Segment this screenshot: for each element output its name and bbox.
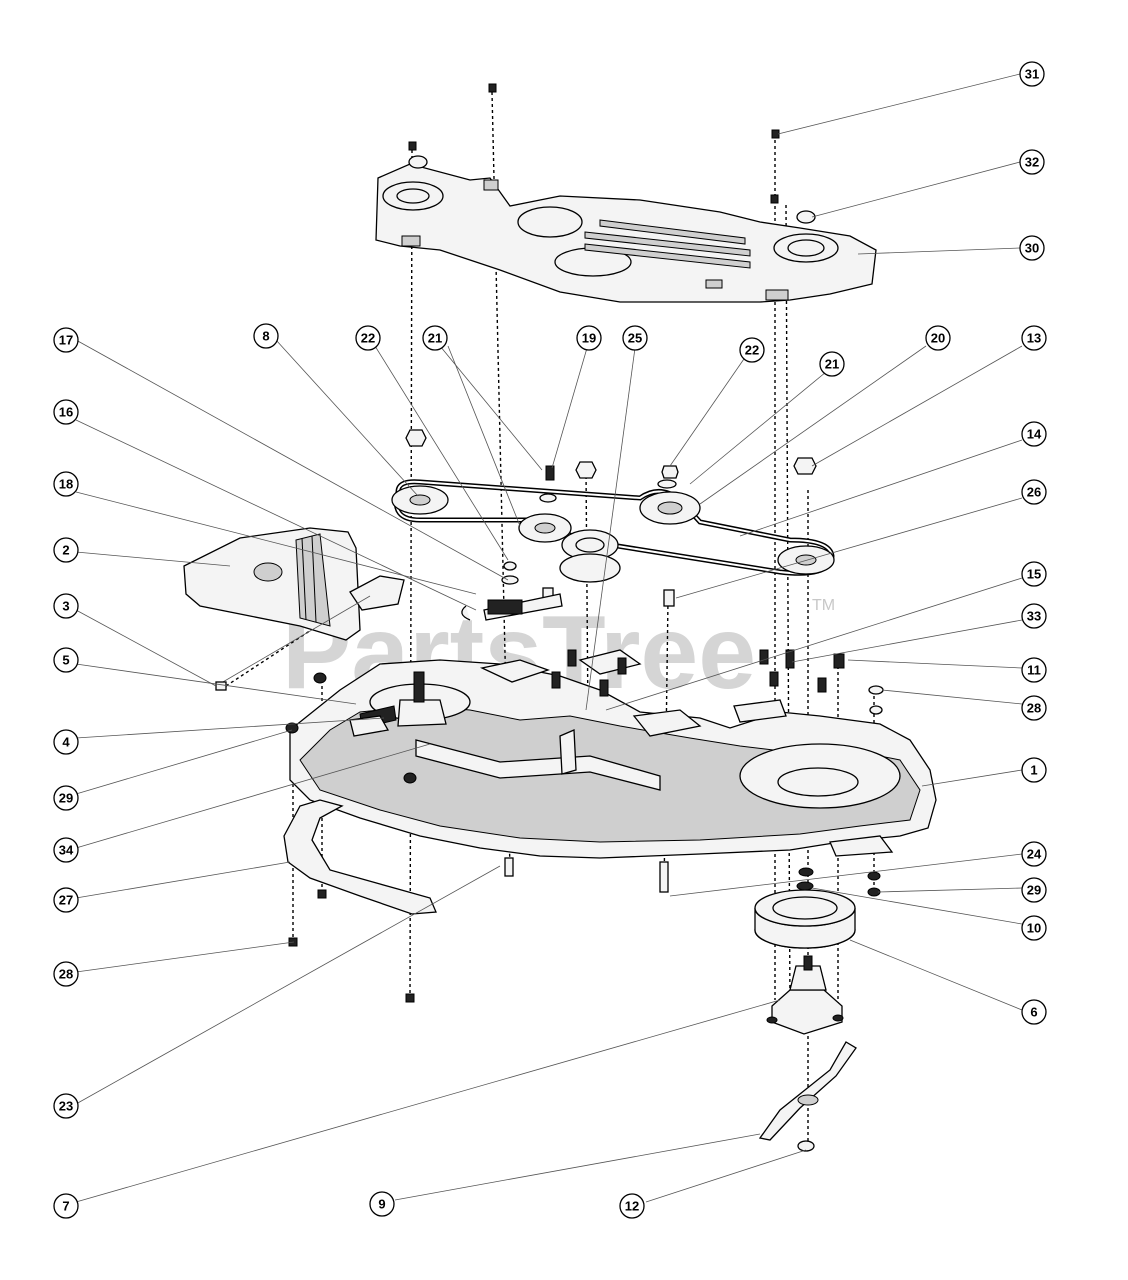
callout-22: 22 [355,325,381,351]
callout-16: 16 [53,399,79,425]
callout-label: 34 [59,843,74,858]
idler-arm [461,593,563,621]
callout-label: 22 [745,343,759,358]
callout-21b: 21 [819,351,845,377]
bolts [405,83,817,607]
callout-34: 34 [53,837,79,863]
belt-cover [375,155,877,303]
callout-label: 32 [1025,155,1039,170]
callout-13: 13 [1021,325,1047,351]
callout-label: 8 [262,329,269,344]
callout-3: 3 [53,593,79,619]
callout-25: 25 [622,325,648,351]
callout-29b: 29 [1021,877,1047,903]
callout-label: 14 [1027,427,1042,442]
pulley-belt-system [391,479,835,583]
callout-label: 33 [1027,609,1041,624]
callout-2: 2 [53,537,79,563]
callout-label: 22 [361,331,375,346]
callout-18: 18 [53,471,79,497]
callout-label: 1 [1030,763,1037,778]
callout-21: 21 [422,325,448,351]
callout-15: 15 [1021,561,1047,587]
baffle [283,799,437,915]
callout-label: 27 [59,893,73,908]
callout-label: 18 [59,477,73,492]
callout-label: 29 [59,791,73,806]
callout-label: 23 [59,1099,73,1114]
callout-label: 5 [62,653,69,668]
callout-label: 17 [59,333,73,348]
callout-6: 6 [1021,999,1047,1025]
callout-label: 31 [1025,67,1039,82]
callout-label: 25 [628,331,642,346]
callout-label: 15 [1027,567,1041,582]
callout-28b: 28 [53,961,79,987]
callout-14: 14 [1021,421,1047,447]
left-spindle-linkage [349,671,661,791]
callout-11: 11 [1021,657,1047,683]
callout-31: 31 [1019,61,1045,87]
callout-20: 20 [925,325,951,351]
callout-label: 28 [59,967,73,982]
callout-label: 10 [1027,921,1041,936]
deck-hardware [285,649,884,1003]
leader-lines [75,73,1023,1203]
spindle-ring [754,881,856,949]
callout-1: 1 [1021,757,1047,783]
callout-label: 28 [1027,701,1041,716]
callout-4: 4 [53,729,79,755]
callout-5: 5 [53,647,79,673]
callout-27: 27 [53,887,79,913]
spindle [766,955,844,1035]
callout-23: 23 [53,1093,79,1119]
callout-label: 26 [1027,485,1041,500]
callout-8: 8 [253,323,279,349]
callout-32: 32 [1019,149,1045,175]
callout-label: 9 [378,1197,385,1212]
callout-10: 10 [1021,915,1047,941]
callout-label: 29 [1027,883,1041,898]
callout-17: 17 [53,327,79,353]
callout-label: 16 [59,405,73,420]
callout-30: 30 [1019,235,1045,261]
callout-label: 2 [62,543,69,558]
callout-24: 24 [1021,841,1047,867]
callout-26: 26 [1021,479,1047,505]
callout-label: 24 [1027,847,1042,862]
callout-label: 21 [825,357,839,372]
callout-22b: 22 [739,337,765,363]
blade [758,1041,857,1152]
callout-9: 9 [369,1191,395,1217]
callout-19: 19 [576,325,602,351]
callout-label: 30 [1025,241,1039,256]
callout-label: 21 [428,331,442,346]
callout-label: 11 [1027,663,1041,678]
callout-label: 6 [1030,1005,1037,1020]
callout-29: 29 [53,785,79,811]
callout-label: 7 [62,1199,69,1214]
callout-7: 7 [53,1193,79,1219]
callout-label: 13 [1027,331,1041,346]
callout-label: 4 [62,735,70,750]
callout-label: 19 [582,331,596,346]
callout-label: 3 [62,599,69,614]
discharge-chute [183,527,405,691]
watermark-tm: TM [812,597,835,614]
callout-33: 33 [1021,603,1047,629]
callout-label: 20 [931,331,945,346]
callout-label: 12 [625,1199,639,1214]
callout-28: 28 [1021,695,1047,721]
callout-12: 12 [619,1193,645,1219]
